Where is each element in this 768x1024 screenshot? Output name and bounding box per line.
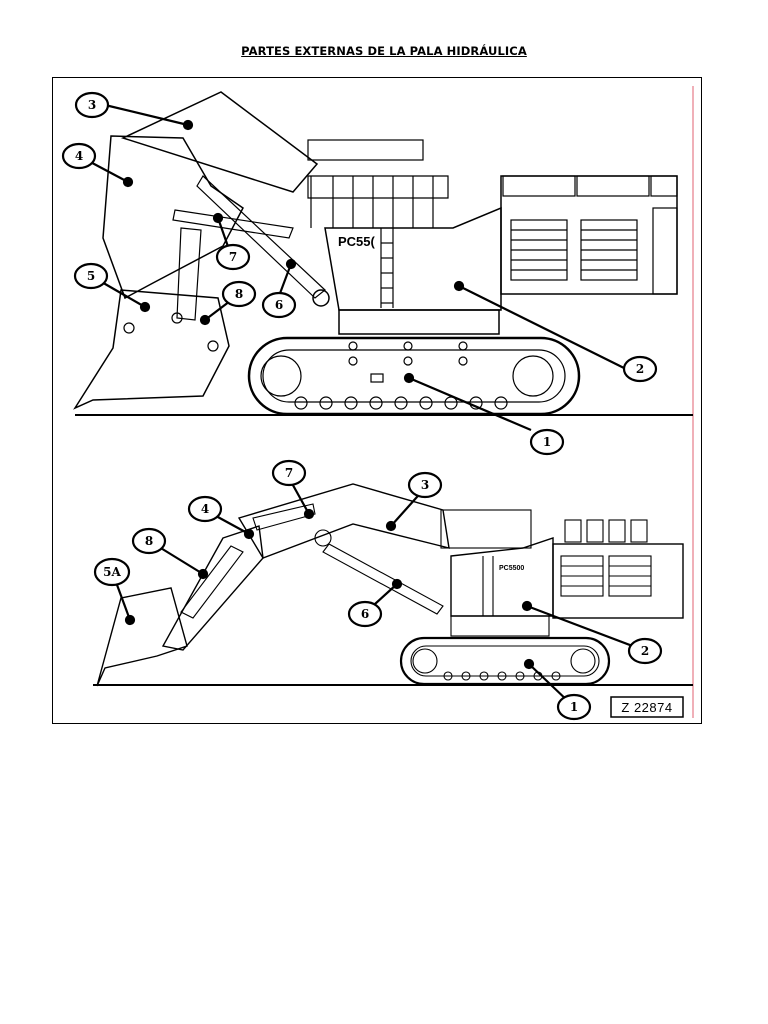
top-arm (102, 135, 244, 300)
bottom-callout-2: 2 (641, 644, 649, 658)
top-model-label: PC55( (338, 234, 376, 249)
top-callout-1-oval (529, 428, 565, 456)
bottom-callout-8-oval (131, 527, 167, 555)
bottom-callout-4-oval (187, 495, 223, 523)
top-bucket (73, 289, 230, 410)
top-callout-8: 8 (235, 287, 243, 301)
bottom-callout-7-oval (271, 459, 307, 487)
reference-code-box (610, 696, 684, 718)
top-callout-4-oval (61, 142, 97, 170)
top-crawler-track (247, 336, 581, 416)
top-callout-2: 2 (636, 362, 644, 376)
page-title: PARTES EXTERNAS DE LA PALA HIDRÁULICA (241, 44, 527, 58)
top-callout-6: 6 (275, 298, 283, 312)
bottom-bucket (96, 587, 188, 687)
bottom-callout-8: 8 (145, 534, 153, 548)
top-arm-cylinder (196, 175, 326, 299)
bottom-callout-7: 7 (285, 466, 293, 480)
bottom-upper-structure (440, 509, 684, 619)
top-boom-cylinder (172, 209, 294, 239)
top-callout-7: 7 (229, 250, 237, 264)
top-boom (120, 91, 319, 193)
bottom-callout-3: 3 (421, 478, 429, 492)
bottom-callout-6-oval (347, 600, 383, 628)
diagram-frame: PC55( 3 4 5 7 8 6 2 1 (52, 77, 702, 724)
top-callout-6-oval (261, 291, 297, 319)
bottom-callout-6: 6 (361, 607, 369, 621)
bottom-callout-2-oval (627, 637, 663, 665)
top-callout-3-oval (74, 91, 110, 119)
bottom-leaders (111, 477, 644, 705)
bottom-swing-ring (450, 615, 550, 637)
top-leaders (80, 103, 627, 432)
bottom-arm (161, 525, 264, 651)
bottom-callout-3-oval (407, 471, 443, 499)
bottom-model-label: PC5500 (499, 565, 524, 572)
top-callout-1: 1 (543, 435, 551, 449)
bottom-bucket-cylinder (180, 545, 244, 619)
bottom-crawler-track (399, 636, 611, 686)
bottom-callout-5a-oval (93, 557, 131, 587)
bottom-callout-5a: 5A (103, 565, 121, 579)
top-callout-5-oval (73, 262, 109, 290)
top-callout-5: 5 (87, 269, 95, 283)
top-callout-7-oval (215, 243, 251, 271)
bottom-arm-cylinder (252, 503, 316, 531)
top-bucket-cylinder (176, 227, 202, 321)
bottom-boom-cylinder (322, 543, 444, 615)
top-shovel-drawing (73, 91, 693, 416)
bottom-callout-1-oval (556, 693, 592, 721)
top-callout-2-oval (622, 355, 658, 383)
reference-code: Z 22874 (621, 700, 672, 715)
top-callout-4: 4 (75, 149, 83, 163)
top-swing-ring (338, 309, 500, 335)
top-callout-3: 3 (88, 98, 96, 112)
bottom-callout-4: 4 (201, 502, 209, 516)
bottom-callout-1: 1 (570, 700, 578, 714)
bottom-shovel-drawing (93, 483, 693, 687)
top-callout-8-oval (221, 280, 257, 308)
top-upper-structure (307, 139, 678, 311)
